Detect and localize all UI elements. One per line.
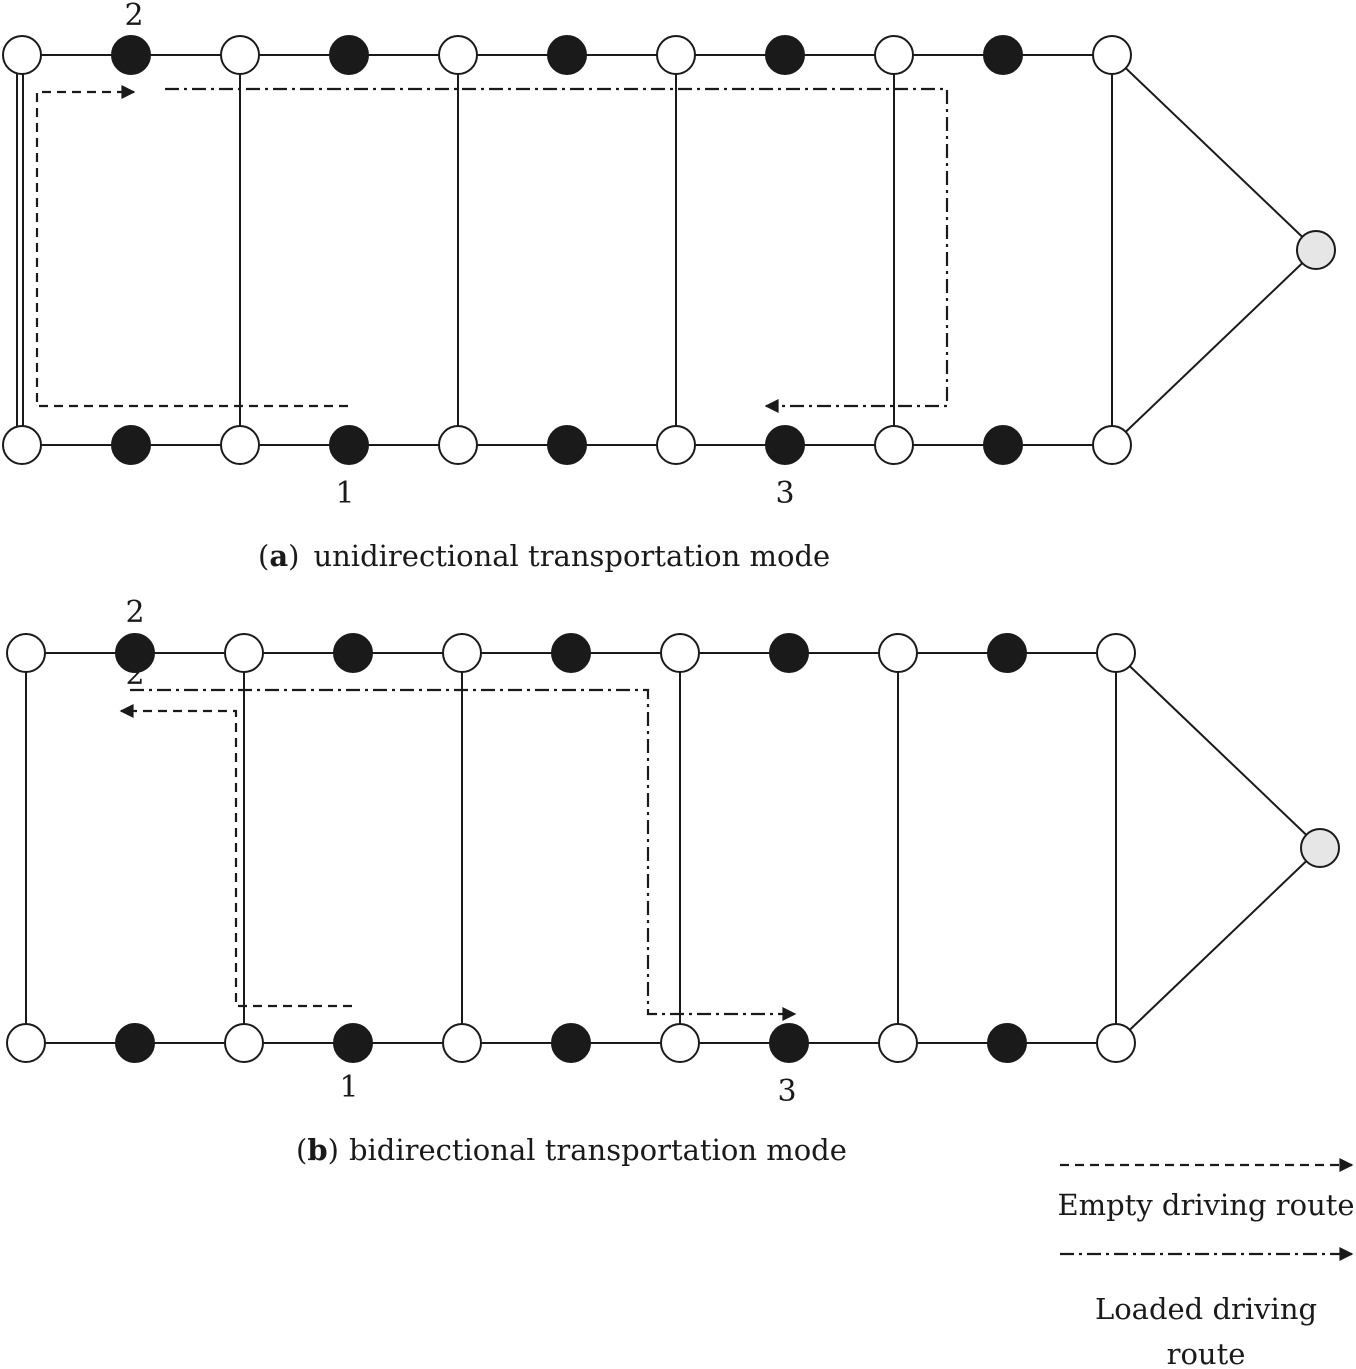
node-storage [765,425,805,465]
node-intersection [874,425,914,465]
node-intersection [438,35,478,75]
node-label-3: 3 [777,1074,796,1109]
node-intersection [6,1023,46,1063]
caption-a: (a)unidirectional transportation mode [258,539,830,573]
node-intersection [224,1023,264,1063]
node-storage [329,425,369,465]
node-storage [551,1023,591,1063]
legend-loaded-route-label-line2: route [1167,1337,1246,1369]
node-label-2: 2 [124,0,143,33]
node-storage [547,425,587,465]
node-intersection [878,633,918,673]
panel-b: 2 2 1 3 (b)bidirectional transportation … [6,595,1340,1167]
empty-driving-route-a [35,85,348,408]
node-storage [111,35,151,75]
node-intersection [1096,633,1136,673]
node-intersection [2,425,42,465]
node-storage [115,1023,155,1063]
depot-edge-bottom [1111,249,1317,446]
node-depot [1300,828,1340,868]
panel-a: 2 1 3 (a)unidirectional transportation m… [2,0,1336,573]
node-intersection [1092,425,1132,465]
node-intersection [874,35,914,75]
caption-a-text: unidirectional transportation mode [313,539,830,573]
caption-a-letter: a [269,539,288,573]
node-depot [1296,230,1336,270]
legend-loaded-route-label-line1: Loaded driving [1095,1292,1317,1326]
node-storage [547,35,587,75]
node-label-2-ghost: 2 [125,657,144,692]
node-intersection [1096,1023,1136,1063]
loaded-driving-route-a [165,87,949,413]
panel-b-routes [119,688,797,1021]
panel-a-nodes [2,35,1336,465]
node-intersection [656,425,696,465]
node-storage [769,1023,809,1063]
panel-b-nodes [6,633,1340,1063]
node-storage [329,35,369,75]
node-label-1: 1 [335,476,354,511]
node-storage [551,633,591,673]
node-storage [983,35,1023,75]
node-intersection [660,633,700,673]
node-intersection [2,35,42,75]
panel-b-edges [25,652,1321,1044]
legend: Empty driving route Loaded driving route [1057,1158,1355,1369]
panel-a-routes [35,85,949,413]
node-storage [987,633,1027,673]
node-intersection [438,425,478,465]
depot-edge-top [1111,54,1317,251]
panel-a-edges [16,54,1317,446]
depot-edge-bottom [1115,847,1321,1044]
node-storage [769,633,809,673]
node-intersection [1092,35,1132,75]
node-intersection [220,425,260,465]
node-intersection [220,35,260,75]
node-label-1: 1 [339,1070,358,1105]
loaded-driving-route-b [130,688,797,1021]
node-label-3: 3 [775,476,794,511]
node-storage [111,425,151,465]
node-intersection [224,633,264,673]
node-intersection [442,633,482,673]
node-storage [983,425,1023,465]
node-storage [765,35,805,75]
caption-b-text: bidirectional transportation mode [349,1133,847,1167]
node-intersection [6,633,46,673]
node-storage [987,1023,1027,1063]
node-intersection [660,1023,700,1063]
caption-b-letter: b [307,1133,327,1167]
node-storage [333,1023,373,1063]
node-label-2: 2 [125,595,144,630]
node-storage [333,633,373,673]
depot-edge-top [1115,652,1321,849]
node-storage [115,633,155,673]
node-intersection [442,1023,482,1063]
empty-driving-route-b [119,704,352,1008]
caption-b: (b)bidirectional transportation mode [296,1133,847,1167]
legend-empty-route-label: Empty driving route [1057,1188,1354,1222]
node-intersection [656,35,696,75]
node-intersection [878,1023,918,1063]
